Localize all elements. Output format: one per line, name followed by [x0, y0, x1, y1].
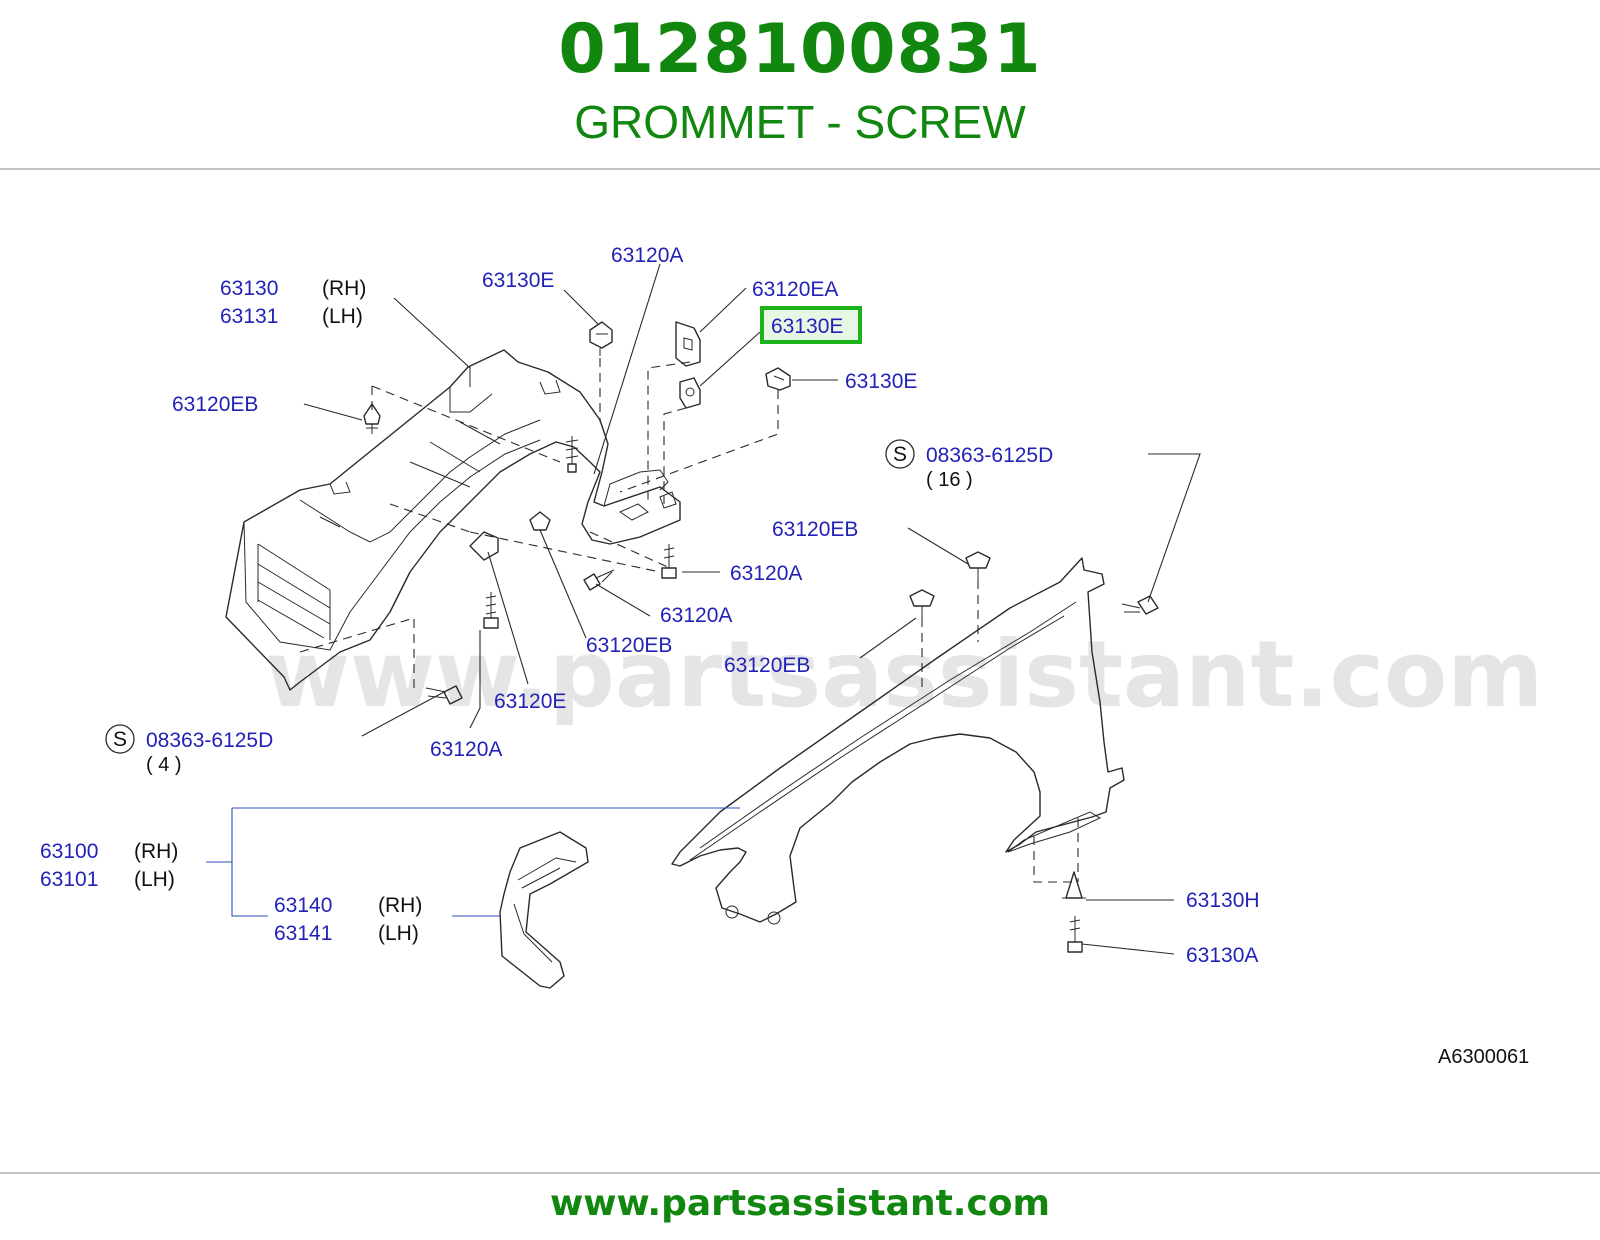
callout-63120a[interactable]: 63120A: [660, 604, 732, 627]
parts-diagram: www.partsassistant.com: [0, 172, 1600, 1170]
page-header: 0128100831 GROMMET - SCREW: [0, 0, 1600, 170]
side-lh: (LH): [322, 305, 363, 328]
standard-part-symbol: [105, 724, 135, 754]
callout-63120ea[interactable]: 63120EA: [752, 278, 838, 301]
callout-63130a[interactable]: 63130A: [1186, 944, 1258, 967]
callout-63130[interactable]: 63130: [220, 277, 278, 300]
callout-63120eb[interactable]: 63120EB: [772, 518, 858, 541]
side-lh: (LH): [134, 868, 175, 891]
fastener-glyphs: [363, 321, 1159, 953]
side-rh: (RH): [322, 277, 366, 300]
front-fender-drawing: [671, 557, 1125, 925]
quantity-16: ( 16 ): [926, 469, 973, 491]
standard-part-symbol-letter: S: [893, 443, 907, 466]
parts-diagram-drawing: www.partsassistant.com: [40, 244, 1543, 1068]
highlight-box: [760, 306, 862, 344]
side-rh: (RH): [378, 894, 422, 917]
callout-labels: 63130 (RH) 63131 (LH) 63130E 63120A 6312…: [40, 244, 1529, 1068]
callout-63101[interactable]: 63101: [40, 868, 98, 891]
grouping-brackets: [206, 807, 740, 917]
side-lh: (LH): [378, 922, 419, 945]
footer-divider: [0, 1172, 1600, 1174]
footer-url[interactable]: www.partsassistant.com: [549, 1183, 1051, 1224]
callout-63100[interactable]: 63100: [40, 840, 98, 863]
part-name: GROMMET - SCREW: [574, 96, 1026, 148]
figure-code: A6300061: [1438, 1046, 1529, 1068]
callout-63120eb[interactable]: 63120EB: [172, 393, 258, 416]
callout-63140[interactable]: 63140: [274, 894, 332, 917]
callout-63120eb[interactable]: 63120EB: [724, 654, 810, 677]
callout-08363-6125d[interactable]: 08363-6125D: [146, 729, 273, 752]
standard-part-symbol-letter: S: [113, 728, 127, 751]
leader-lines: [303, 263, 1201, 955]
callout-63141[interactable]: 63141: [274, 922, 332, 945]
fender-protector-drawing: [225, 349, 681, 691]
side-rh: (RH): [134, 840, 178, 863]
callout-63120a[interactable]: 63120A: [730, 562, 802, 585]
header-divider: [0, 168, 1600, 170]
standard-part-symbol: [885, 439, 915, 469]
callout-63130e[interactable]: 63130E: [482, 269, 554, 292]
callout-63120a[interactable]: 63120A: [611, 244, 683, 267]
part-number: 0128100831: [558, 10, 1042, 89]
callout-08363-6125d[interactable]: 08363-6125D: [926, 444, 1053, 467]
callout-63130h[interactable]: 63130H: [1186, 889, 1260, 912]
callout-63131[interactable]: 63131: [220, 305, 278, 328]
fender-bracket-drawing: [499, 831, 589, 989]
alignment-lines: [299, 358, 1079, 883]
callout-63130e-highlighted[interactable]: 63130E: [771, 315, 843, 338]
callout-63120a[interactable]: 63120A: [430, 738, 502, 761]
callout-63120eb[interactable]: 63120EB: [586, 634, 672, 657]
quantity-4: ( 4 ): [146, 754, 182, 776]
watermark: www.partsassistant.com: [265, 621, 1543, 728]
callout-63130e[interactable]: 63130E: [845, 370, 917, 393]
callout-63120e[interactable]: 63120E: [494, 690, 566, 713]
